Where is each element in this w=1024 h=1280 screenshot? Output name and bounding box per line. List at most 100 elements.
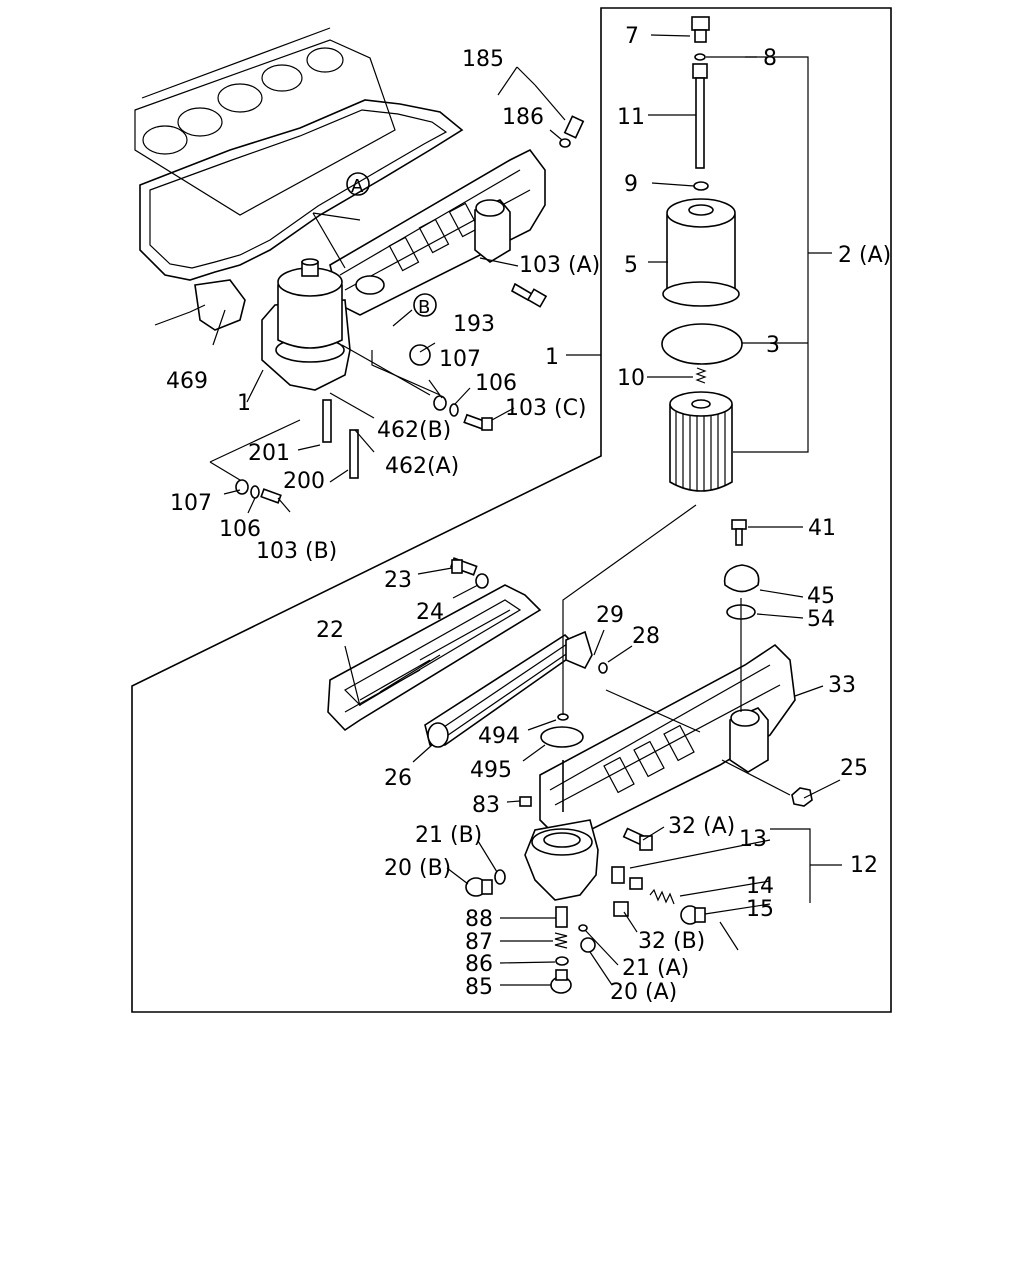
cooler-housing-33 xyxy=(539,643,796,836)
valve-13 xyxy=(611,866,625,884)
callout-462a: 462(A) xyxy=(385,454,459,479)
plug-20b xyxy=(465,877,493,897)
diagram-frame xyxy=(131,7,892,1013)
callout-32a: 32 (A) xyxy=(668,814,735,839)
callout-107-top: 107 xyxy=(439,347,481,372)
callout-201: 201 xyxy=(248,441,290,466)
seal-ring-3 xyxy=(661,323,743,365)
callout-32b: 32 (B) xyxy=(638,929,705,954)
callout-83: 83 xyxy=(472,793,500,818)
callout-185: 185 xyxy=(462,47,504,72)
center-bolt-11 xyxy=(692,63,708,169)
callout-21a: 21 (A) xyxy=(622,956,689,981)
callout-2a: 2 (A) xyxy=(838,243,891,268)
o-ring-21a xyxy=(578,924,588,932)
washer-106-bottom xyxy=(250,485,260,499)
callout-20a: 20 (A) xyxy=(610,980,677,1005)
callout-106-top: 106 xyxy=(475,371,517,396)
callout-469: 469 xyxy=(166,369,208,394)
callout-462b: 462(B) xyxy=(377,418,451,443)
plug-83 xyxy=(519,796,532,807)
callout-9: 9 xyxy=(624,172,638,197)
callout-11: 11 xyxy=(617,105,645,130)
oil-cooler-housing-top xyxy=(329,148,546,316)
callout-107-bottom: 107 xyxy=(170,491,212,516)
callout-45: 45 xyxy=(807,584,835,609)
callout-15: 15 xyxy=(746,897,774,922)
callout-200: 200 xyxy=(283,469,325,494)
mark-a-circle xyxy=(346,172,370,196)
engine-block xyxy=(134,27,396,326)
filter-element xyxy=(669,391,733,492)
nut-25 xyxy=(791,787,813,807)
callout-26: 26 xyxy=(384,766,412,791)
gasket xyxy=(139,99,464,331)
pipe-200 xyxy=(349,429,359,479)
bolt-32a xyxy=(622,827,653,851)
callout-14: 14 xyxy=(746,874,774,899)
callout-13: 13 xyxy=(739,827,767,852)
callout-495: 495 xyxy=(470,758,512,783)
bolt-103a xyxy=(510,282,548,308)
callout-1-right: 1 xyxy=(545,345,559,370)
oil-filter-housing-top xyxy=(261,258,351,391)
callout-22: 22 xyxy=(316,618,344,643)
washer-106-top xyxy=(449,403,459,417)
mark-b-circle xyxy=(413,293,437,317)
callout-5: 5 xyxy=(624,253,638,278)
callout-54: 54 xyxy=(807,607,835,632)
leader-lines xyxy=(209,34,842,986)
washer-107-top xyxy=(433,395,447,411)
bolt-41 xyxy=(731,519,747,546)
cover-45 xyxy=(723,564,760,593)
callout-103a: 103 (A) xyxy=(519,253,600,278)
callout-88: 88 xyxy=(465,907,493,932)
gasket-22 xyxy=(327,584,542,732)
spring-87 xyxy=(554,932,568,949)
callout-193: 193 xyxy=(453,312,495,337)
plug-193 xyxy=(409,344,431,366)
gasket-495 xyxy=(540,726,584,748)
callout-33: 33 xyxy=(828,673,856,698)
callout-8: 8 xyxy=(763,46,777,71)
valve-88 xyxy=(555,906,568,928)
callout-41: 41 xyxy=(808,516,836,541)
plug-20a xyxy=(580,937,596,953)
oil-filter-base xyxy=(524,819,599,901)
callout-87: 87 xyxy=(465,930,493,955)
plug-85 xyxy=(550,969,572,994)
o-ring-8 xyxy=(694,53,706,61)
bolt-103c xyxy=(463,413,493,431)
o-ring-21b xyxy=(494,869,506,885)
callout-86: 86 xyxy=(465,952,493,977)
pipe-201 xyxy=(322,399,332,443)
plug-15 xyxy=(680,905,706,925)
callout-3: 3 xyxy=(766,333,780,358)
callout-106-bottom: 106 xyxy=(219,517,261,542)
callout-1-left: 1 xyxy=(237,391,251,416)
filter-case-5 xyxy=(662,198,740,307)
bolt-23 xyxy=(449,557,478,576)
callout-7: 7 xyxy=(625,24,639,49)
o-ring-9 xyxy=(693,181,709,191)
callout-labels: 7 8 11 9 5 2 (A) 3 10 1 185 186 103 (A) … xyxy=(166,24,891,1005)
cooler-element-26 xyxy=(424,633,582,748)
callout-103b: 103 (B) xyxy=(256,539,337,564)
callout-494: 494 xyxy=(478,724,520,749)
callout-21b: 21 (B) xyxy=(415,823,482,848)
callout-85: 85 xyxy=(465,975,493,1000)
bolt-103b xyxy=(260,488,282,504)
gasket-29 xyxy=(565,630,593,670)
o-ring-186 xyxy=(559,138,571,148)
washer-107-bottom xyxy=(235,479,249,495)
callout-23: 23 xyxy=(384,568,412,593)
mark-a: A xyxy=(351,176,364,197)
o-ring-28 xyxy=(598,662,608,674)
bolt-7 xyxy=(691,16,710,43)
callout-25: 25 xyxy=(840,756,868,781)
callout-24: 24 xyxy=(416,600,444,625)
callout-29: 29 xyxy=(596,603,624,628)
callout-103c: 103 (C) xyxy=(505,396,587,421)
